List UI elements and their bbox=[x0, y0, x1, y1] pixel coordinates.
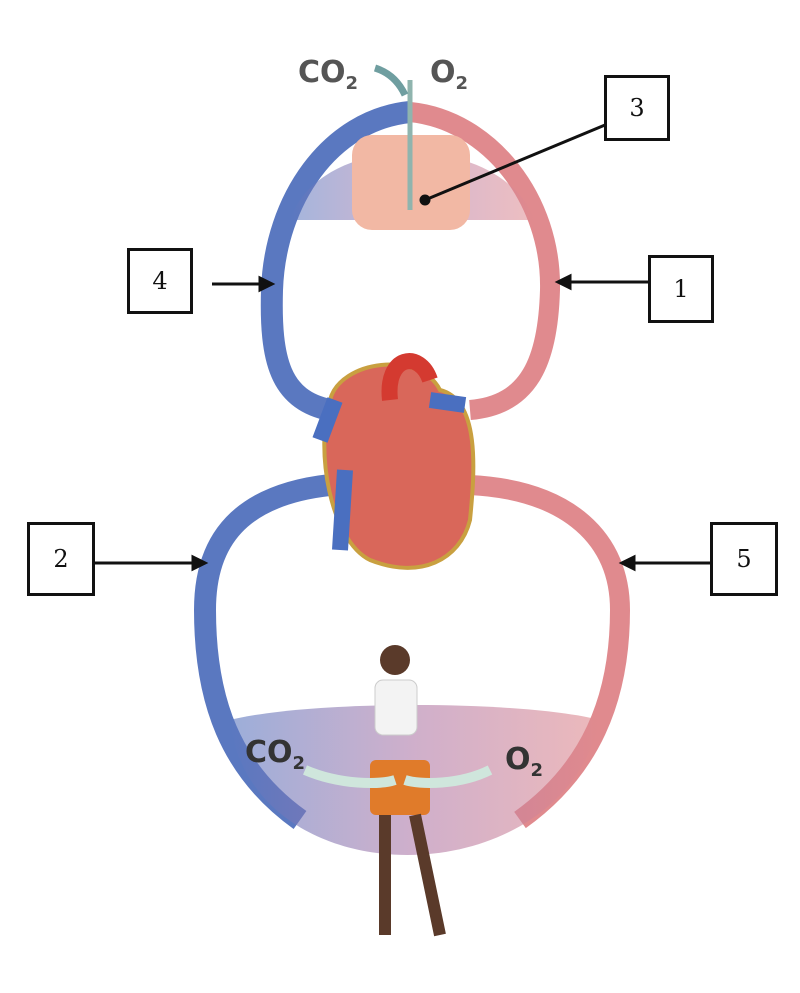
heart-vessels-blue bbox=[312, 392, 467, 551]
label-box-4: 4 bbox=[127, 248, 193, 314]
subscript: 2 bbox=[292, 753, 306, 774]
arrow-3 bbox=[424, 123, 606, 202]
co2-label-top: CO2 bbox=[298, 55, 358, 94]
o2-text: O bbox=[505, 742, 531, 777]
co2-text: CO bbox=[245, 735, 293, 770]
person-torso bbox=[374, 679, 418, 736]
label-box-3: 3 bbox=[604, 75, 670, 141]
person-legs bbox=[379, 813, 446, 937]
subscript: 2 bbox=[530, 760, 544, 781]
heart-aorta-red bbox=[381, 353, 438, 401]
subscript: 2 bbox=[455, 73, 469, 94]
label-box-2: 2 bbox=[27, 522, 95, 596]
label-box-5: 5 bbox=[710, 522, 778, 596]
co2-label-bottom: CO2 bbox=[245, 735, 305, 774]
o2-label-top: O2 bbox=[430, 55, 468, 94]
co2-text: CO bbox=[298, 55, 346, 90]
tissue-exchange-arrows bbox=[303, 765, 493, 788]
person-head bbox=[380, 645, 410, 675]
label-box-1: 1 bbox=[648, 255, 714, 323]
o2-label-bottom: O2 bbox=[505, 742, 543, 781]
person-shorts bbox=[370, 760, 430, 815]
subscript: 2 bbox=[345, 73, 359, 94]
pulmonary-vein-left bbox=[260, 101, 412, 421]
pulmonary-artery-right bbox=[408, 102, 561, 420]
o2-text: O bbox=[430, 55, 456, 90]
co2-arrow bbox=[373, 64, 409, 97]
